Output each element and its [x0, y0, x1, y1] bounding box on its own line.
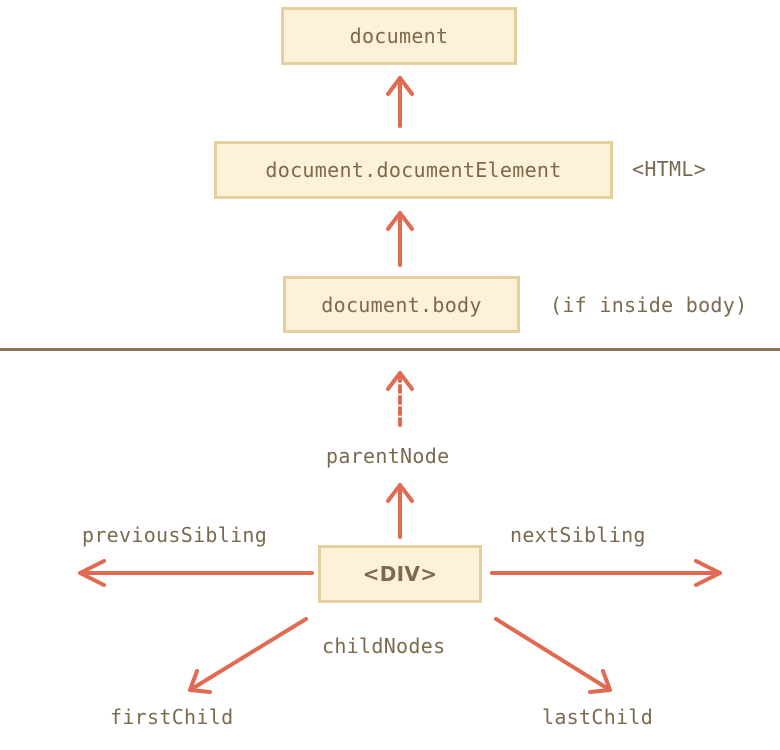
arrow-document-element-to-document: [386, 76, 414, 128]
arrow-div-to-first-child: [188, 617, 308, 694]
document-node-box: document: [281, 7, 517, 65]
current-element-box: <DIV>: [318, 545, 482, 603]
arrow-parent-dashed: [386, 371, 414, 427]
last-child-label: lastChild: [542, 705, 654, 729]
body-label: document.body: [321, 292, 482, 317]
arrow-div-to-last-child: [494, 617, 612, 694]
current-element-label: <DIV>: [362, 562, 438, 586]
arrow-div-to-next-sibling: [490, 559, 722, 587]
arrow-div-to-parent-node: [386, 483, 414, 539]
previous-sibling-label: previousSibling: [82, 523, 268, 547]
section-divider: [0, 348, 780, 351]
arrow-body-to-document-element: [386, 211, 414, 267]
document-element-label: document.documentElement: [265, 158, 562, 182]
body-node-box: document.body: [283, 276, 520, 333]
next-sibling-label: nextSibling: [510, 523, 646, 547]
document-label: document: [349, 24, 449, 48]
document-element-node-box: document.documentElement: [214, 141, 613, 199]
child-nodes-label: childNodes: [322, 634, 446, 658]
parent-node-label: parentNode: [326, 444, 450, 468]
arrow-div-to-previous-sibling: [78, 559, 314, 587]
document-element-note: <HTML>: [632, 157, 707, 181]
first-child-label: firstChild: [110, 705, 234, 729]
body-note: (if inside body): [550, 293, 748, 317]
